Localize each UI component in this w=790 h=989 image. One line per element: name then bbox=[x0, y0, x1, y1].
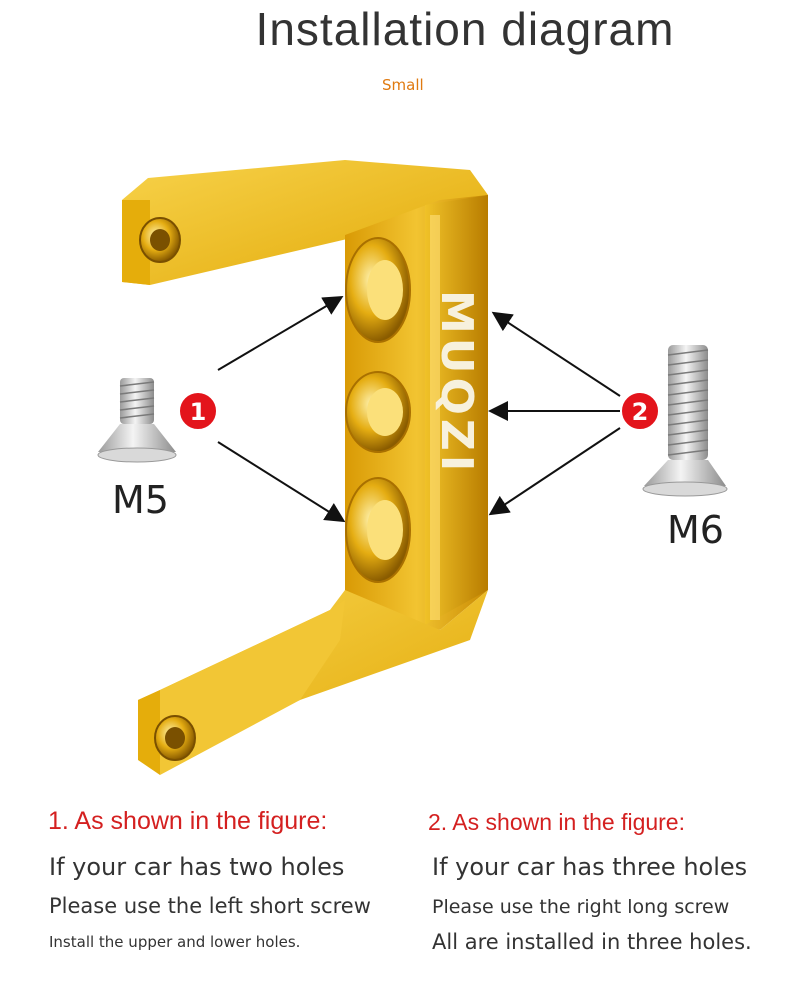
installation-figure: MUQZI 1 2 bbox=[97, 160, 728, 775]
subtitle: Small bbox=[382, 76, 424, 94]
arrow-right-lower bbox=[488, 427, 621, 516]
arrow-left-lower bbox=[217, 441, 346, 523]
bracket-bottom-arm bbox=[138, 590, 488, 775]
short-screw-icon bbox=[97, 378, 177, 463]
marker-1-label: 1 bbox=[190, 398, 207, 426]
marker-2-label: 2 bbox=[632, 398, 649, 426]
marker-2: 2 bbox=[620, 391, 660, 431]
countersunk-hole-middle bbox=[345, 371, 411, 453]
left-note-line3: Install the upper and lower holes. bbox=[49, 933, 301, 951]
long-screw-icon bbox=[642, 345, 728, 497]
right-note-line3: All are installed in three holes. bbox=[432, 930, 752, 954]
page-title: Installation diagram bbox=[255, 3, 675, 55]
bracket-top-arm bbox=[122, 160, 488, 285]
right-note-line2: Please use the right long screw bbox=[432, 896, 730, 918]
screw-right-label: M6 bbox=[667, 508, 724, 552]
brand-engraving: MUQZI bbox=[431, 290, 482, 475]
countersunk-hole-bottom bbox=[345, 477, 411, 583]
arrow-right-upper bbox=[491, 311, 621, 397]
left-note-line2: Please use the left short screw bbox=[49, 894, 371, 918]
right-note-line1: If your car has three holes bbox=[432, 853, 748, 881]
countersunk-hole-top bbox=[345, 237, 411, 343]
marker-1: 1 bbox=[178, 391, 218, 431]
arrow-left-upper bbox=[217, 295, 344, 371]
left-note-line1: If your car has two holes bbox=[49, 853, 345, 881]
screw-left-label: M5 bbox=[112, 478, 169, 522]
left-note-heading: 1. As shown in the figure: bbox=[48, 807, 328, 835]
right-note-heading: 2. As shown in the figure: bbox=[428, 809, 685, 835]
